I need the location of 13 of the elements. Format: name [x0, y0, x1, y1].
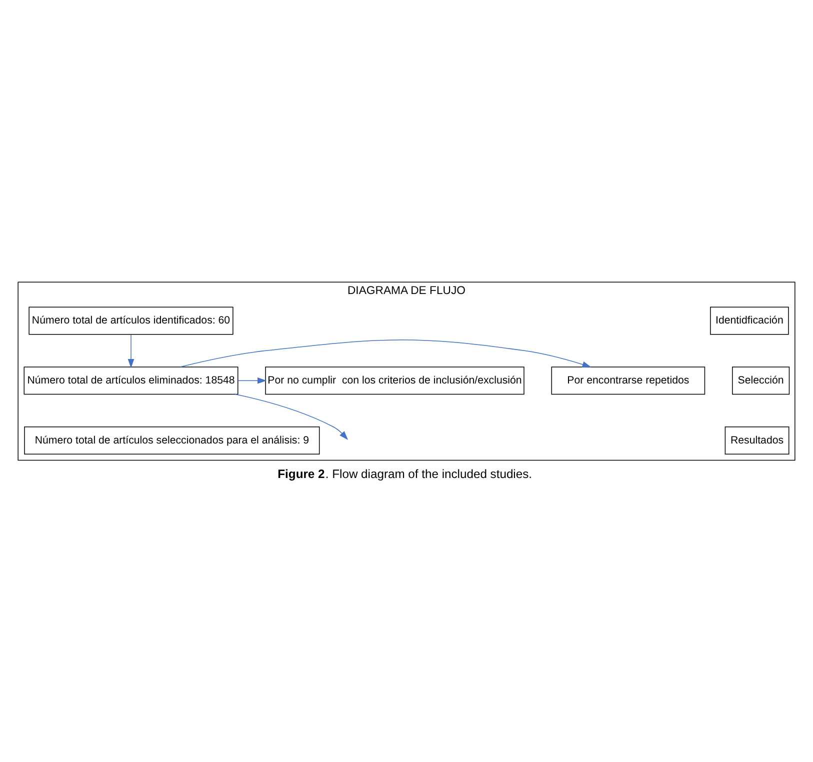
node-box: Selección — [732, 366, 790, 395]
node-box: Número total de artículos eliminados: 18548 — [24, 366, 238, 395]
arrow — [234, 394, 348, 440]
arrow — [180, 340, 592, 368]
node-box: Identidficación — [710, 306, 789, 335]
node-box: Número total de artículos identificados: 60 — [28, 306, 234, 335]
node-box: Por encontrarse repetidos — [551, 366, 706, 395]
caption: Figure 2. Flow diagram of the included studies. — [278, 467, 532, 482]
arrow — [128, 334, 134, 368]
node-box: Resultados — [724, 426, 790, 455]
arrow — [238, 377, 267, 384]
node-box: Por no cumplir con los criterios de inclusión/exclusión — [265, 366, 524, 395]
node-box: Número total de artículos seleccionados para el análisis: 9 — [24, 426, 320, 455]
